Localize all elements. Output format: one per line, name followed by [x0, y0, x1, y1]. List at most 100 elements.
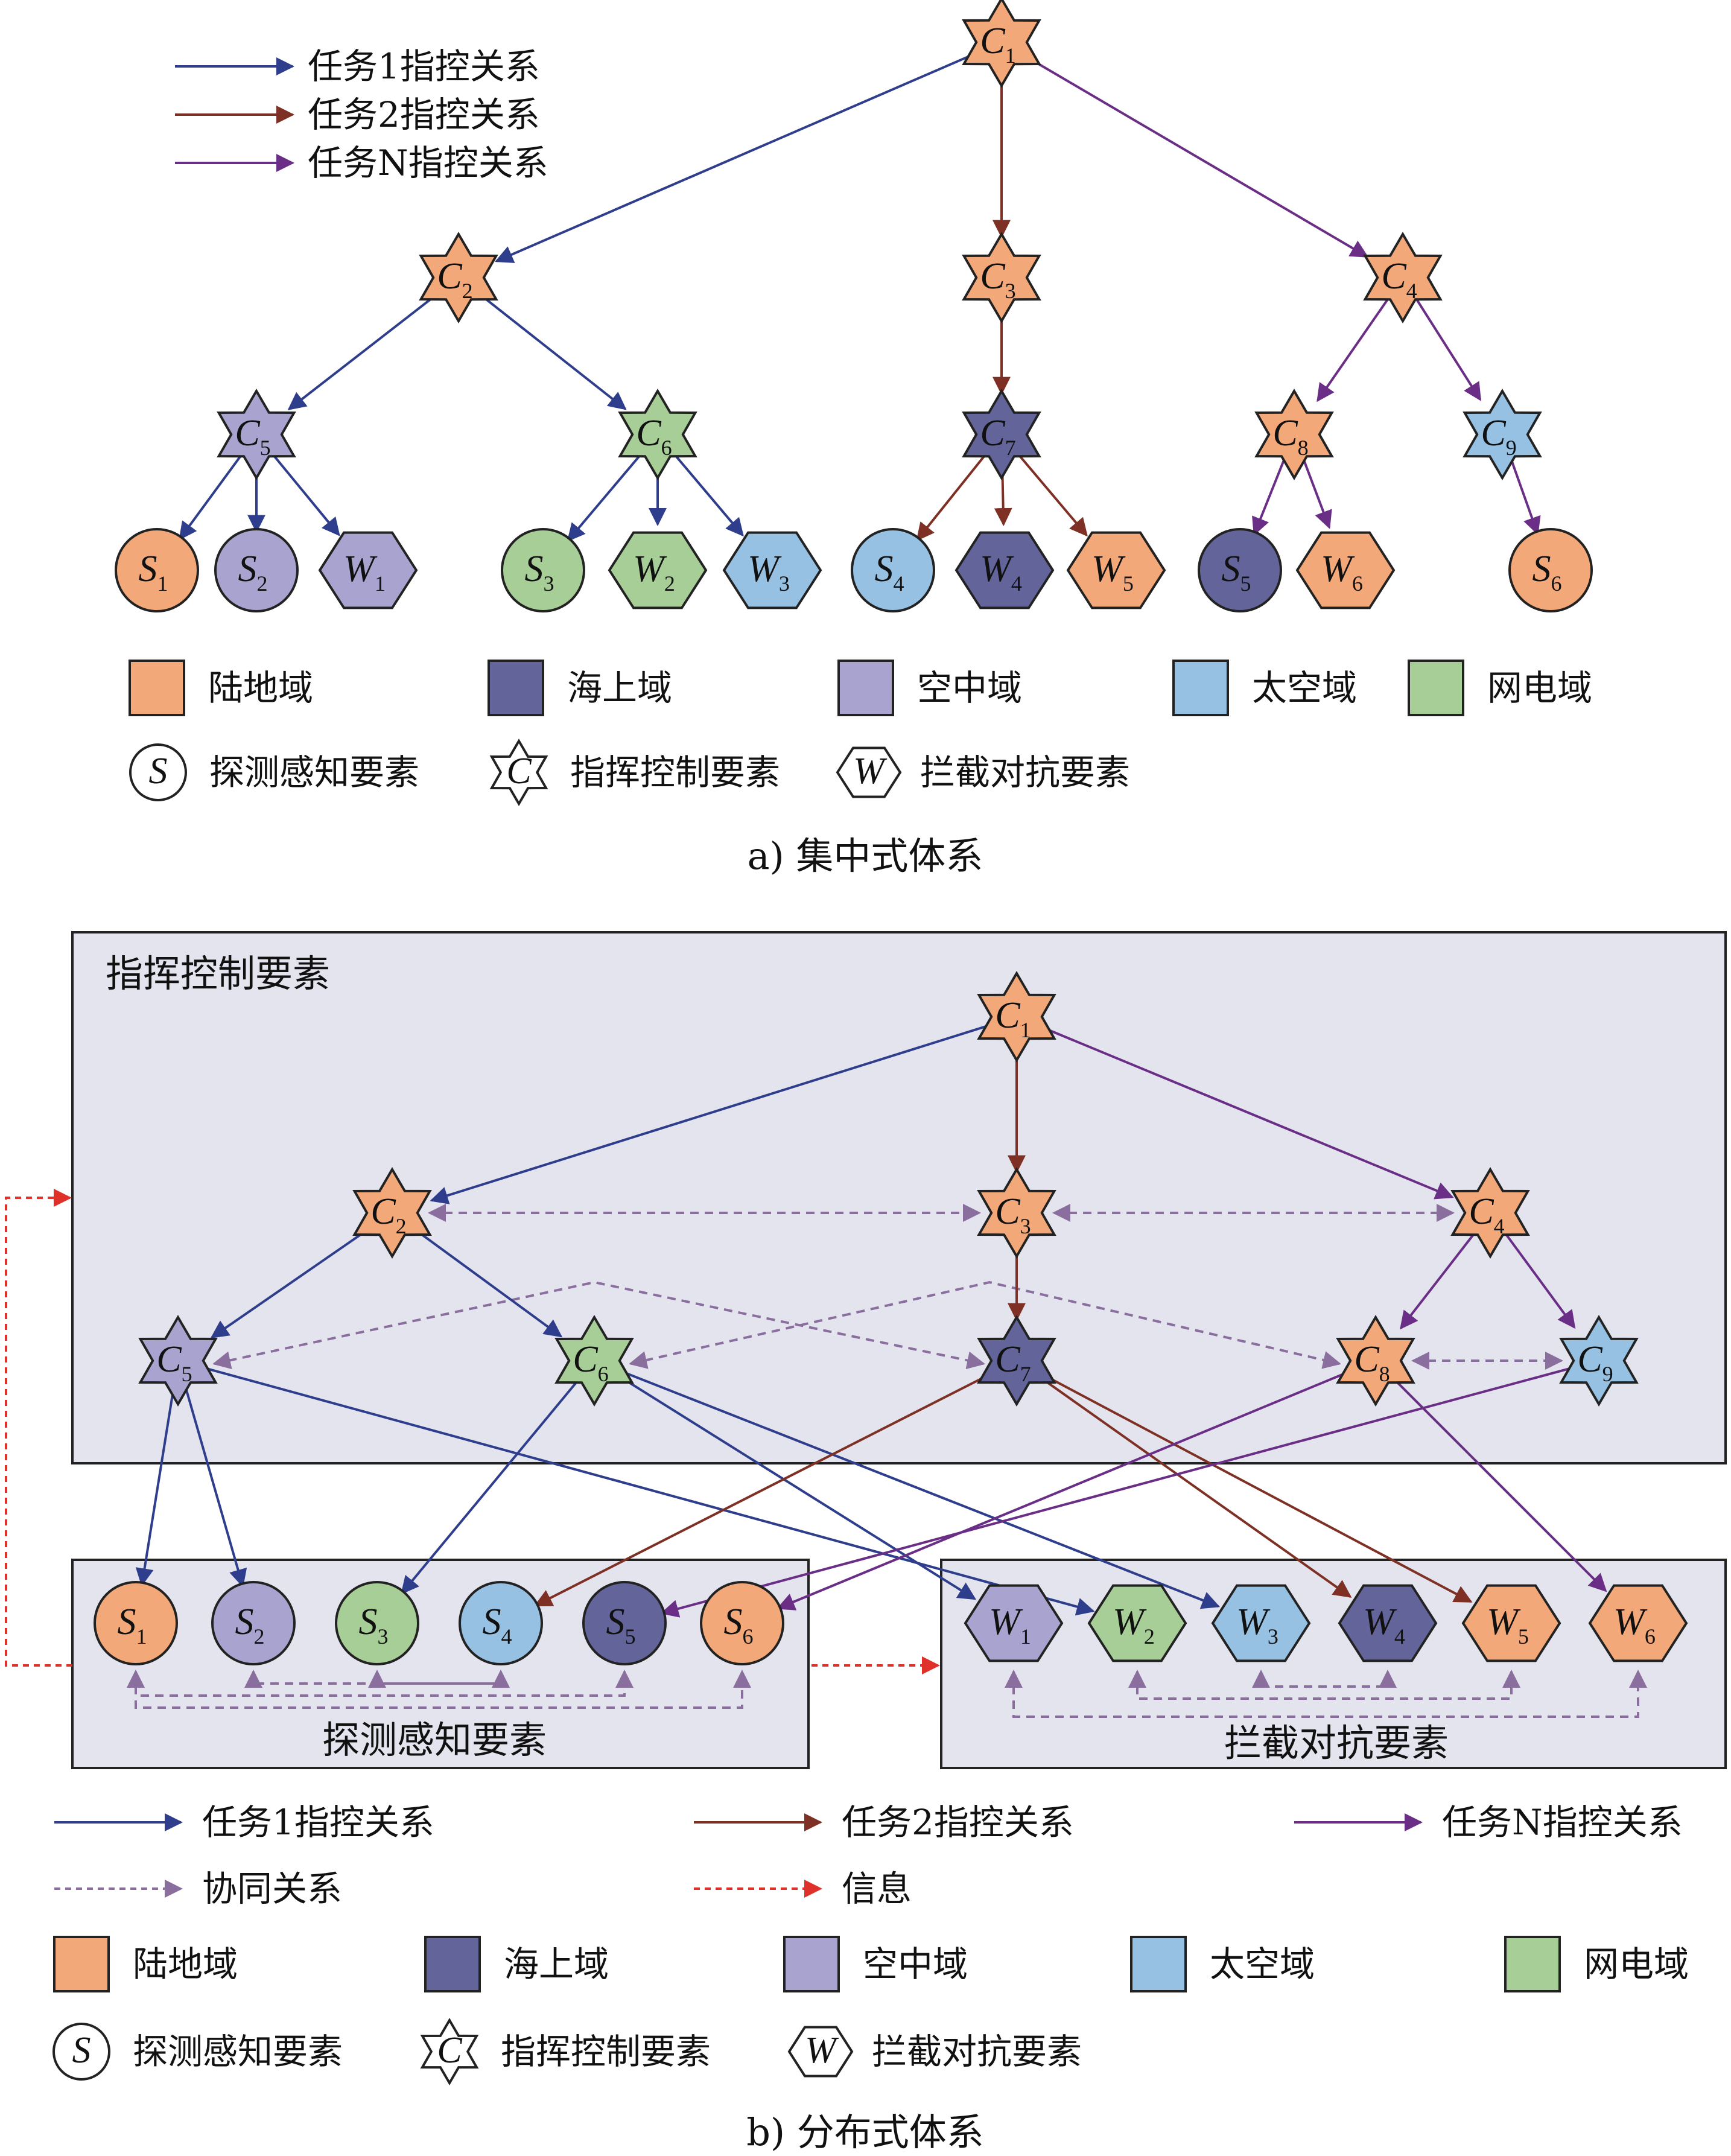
- edge-c8-w6: [1393, 1378, 1607, 1592]
- command-control-star: [962, 0, 1041, 88]
- legend-arrow-label: 协同关系: [202, 1868, 342, 1909]
- edge-c7-w4: [1037, 1375, 1352, 1598]
- edge-c1-c4: [1040, 1025, 1454, 1200]
- sensing-circle: [501, 528, 585, 612]
- sensing-circle: [211, 1581, 296, 1665]
- info-sensing-to-command: [5, 1189, 72, 1667]
- node-label: S4: [875, 549, 904, 596]
- edge-c6-w3: [673, 453, 744, 537]
- panel-b-relation-legend: 任务1指控关系任务2指控关系任务N指控关系协同关系信息: [54, 1802, 1683, 1909]
- node-c6: C6: [554, 1315, 634, 1407]
- node-w6: W6: [1588, 1584, 1688, 1662]
- edge-c1-c2: [495, 51, 979, 263]
- legend-shape-hex: [836, 746, 902, 798]
- node-s2: S2: [214, 528, 299, 612]
- node-s1: S1: [115, 528, 199, 612]
- legend-arrow-label: 任务N指控关系: [308, 142, 548, 183]
- node-w3: W3: [722, 531, 822, 609]
- sensing-group-title: 探测感知要素: [322, 1718, 547, 1762]
- legend-element-label: 指挥控制要素: [570, 752, 780, 793]
- edge-c7-w5: [1039, 1372, 1473, 1603]
- command-control-star: [1363, 232, 1443, 323]
- legend-shape-star: [489, 739, 548, 806]
- legend-shape-letter: W: [853, 751, 888, 792]
- sensing-group-box: [71, 1559, 810, 1769]
- node-w4: W4: [954, 531, 1055, 609]
- legend-domain-label: 海上域: [504, 1944, 609, 1985]
- panel-a-caption: a) 集中式体系: [748, 834, 983, 878]
- legend-element-label: 探测感知要素: [133, 2031, 343, 2072]
- edge-c7-s4: [533, 1371, 994, 1607]
- command-control-star: [1336, 1315, 1415, 1407]
- node-label: C8: [1272, 413, 1308, 460]
- node-s3: S3: [501, 528, 585, 612]
- legend-shape-letter: C: [437, 2030, 462, 2071]
- node-c2: C2: [352, 1167, 432, 1259]
- node-label: W4: [1363, 1601, 1405, 1649]
- edge-c7-w5: [1017, 453, 1088, 537]
- node-s1: S1: [94, 1581, 178, 1665]
- node-c4: C4: [1363, 232, 1443, 323]
- edge-c1-c2: [430, 1023, 993, 1204]
- node-c2: C2: [419, 232, 498, 323]
- collab-sensing-bracket-2: [127, 1670, 634, 1697]
- node-c7: C7: [977, 1315, 1056, 1407]
- node-label: C3: [980, 256, 1015, 303]
- edge-c8-s6: [776, 1369, 1352, 1611]
- intercept-hexagon: [608, 531, 708, 609]
- node-label: C5: [156, 1339, 192, 1386]
- node-w2: W2: [608, 531, 708, 609]
- command-group-title: 指挥控制要素: [106, 952, 330, 996]
- command-control-star: [1254, 389, 1334, 480]
- node-s3: S3: [335, 1581, 419, 1665]
- legend-shape-letter: C: [506, 751, 532, 792]
- legend-domain-label: 陆地域: [208, 667, 313, 708]
- intercept-hexagon: [1295, 531, 1396, 609]
- edge-c1-c4: [1023, 54, 1369, 258]
- legend-swatch-space: [1172, 660, 1229, 716]
- legend-arrow-label: 任务2指控关系: [308, 94, 540, 135]
- node-w5: W5: [1066, 531, 1166, 609]
- intercept-hexagon: [1066, 531, 1166, 609]
- node-c5: C5: [138, 1315, 218, 1407]
- command-control-star: [618, 389, 697, 480]
- command-control-star: [554, 1315, 634, 1407]
- node-label: C2: [437, 256, 472, 303]
- node-label: S2: [238, 549, 268, 596]
- legend-arrow-label: 任务1指控关系: [202, 1802, 434, 1843]
- node-w1: W1: [318, 531, 418, 609]
- intercept-hexagon: [964, 1584, 1064, 1662]
- command-control-star: [977, 1315, 1056, 1407]
- node-c5: C5: [217, 389, 296, 480]
- intercept-hexagon: [1461, 1584, 1561, 1662]
- command-control-star: [977, 1167, 1056, 1259]
- edge-c8-w6: [1302, 458, 1332, 529]
- edge-c5-s1: [179, 454, 243, 541]
- edge-c5-s1: [135, 1386, 176, 1587]
- legend-shape-letter: W: [805, 2030, 839, 2071]
- intercept-hexagon: [1338, 1584, 1438, 1662]
- node-s6: S6: [700, 1581, 784, 1665]
- node-s4: S4: [459, 1581, 543, 1665]
- legend-domain-label: 空中域: [863, 1944, 968, 1985]
- edge-c6-s3: [401, 1380, 579, 1595]
- legend-domain-label: 太空域: [1210, 1944, 1315, 1985]
- intercept-hexagon: [954, 531, 1055, 609]
- node-label: S6: [724, 1601, 754, 1649]
- node-label: W4: [980, 549, 1022, 596]
- node-label: C6: [636, 413, 672, 460]
- edge-c2-c6: [412, 1227, 563, 1338]
- node-c1: C1: [962, 0, 1041, 88]
- node-c8: C8: [1254, 389, 1334, 480]
- sensing-circle: [851, 528, 935, 612]
- node-s2: S2: [211, 1581, 296, 1665]
- edge-c4-c9: [1415, 299, 1482, 401]
- edge-c4-c8: [1400, 1232, 1476, 1330]
- edge-c2-c6: [478, 293, 627, 410]
- edge-c9-s5: [660, 1366, 1574, 1618]
- node-w6: W6: [1295, 531, 1396, 609]
